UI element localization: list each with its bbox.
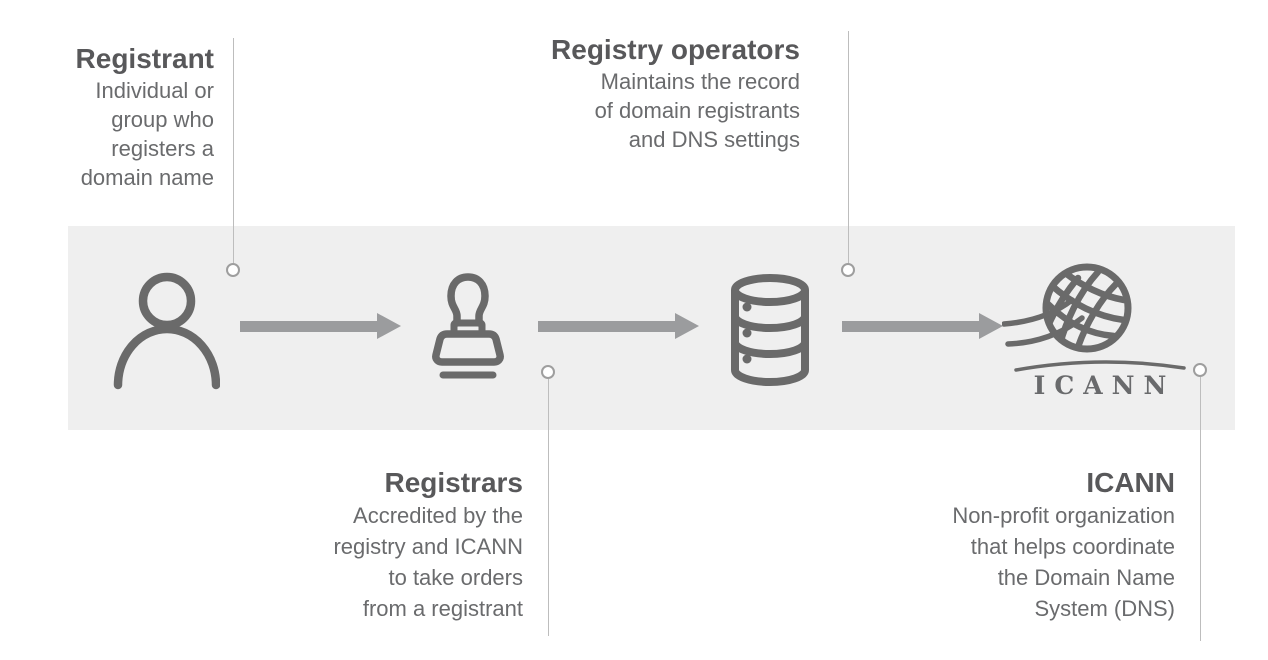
callout-heading: ICANN	[1086, 467, 1175, 498]
callout-heading: Registrars	[384, 467, 523, 498]
callout-dot-registry-operators	[841, 263, 855, 277]
callout-heading: Registrant	[75, 43, 214, 74]
arrow-head	[979, 313, 1003, 339]
callout-line-text: the Domain Name	[997, 565, 1175, 591]
callout-line-text: registry and ICANN	[333, 534, 523, 560]
callout-line-text: registers a	[111, 136, 214, 162]
callout-dot-registrant	[226, 263, 240, 277]
callout-line-text: to take orders	[388, 565, 523, 591]
callout-line-text: Maintains the record	[600, 69, 800, 95]
stamp-icon	[424, 272, 512, 382]
callout-line-text: Individual or	[95, 78, 214, 104]
callout-line-text: domain name	[80, 165, 214, 191]
callout-line-registrant	[233, 38, 234, 263]
callout-registry-operators: Registry operators Maintains the record …	[500, 33, 800, 154]
callout-line-registrars	[548, 379, 549, 636]
arrow-head	[675, 313, 699, 339]
callout-line-registry-operators	[848, 31, 849, 263]
arrow-head	[377, 313, 401, 339]
callout-dot-registrars	[541, 365, 555, 379]
callout-line-text: System (DNS)	[1034, 596, 1175, 622]
flow-arrow-1	[240, 313, 401, 339]
callout-icann: ICANN Non-profit organization that helps…	[905, 466, 1175, 624]
callout-registrant: Registrant Individual or group who regis…	[20, 42, 214, 192]
flow-arrow-2	[538, 313, 699, 339]
callout-line-text: Accredited by the	[353, 503, 523, 529]
arrow-shaft	[240, 320, 377, 332]
person-icon	[112, 272, 220, 390]
callout-line-icann	[1200, 377, 1201, 641]
icann-wordmark: ICANN	[1033, 371, 1176, 400]
callout-line-text: that helps coordinate	[970, 534, 1175, 560]
callout-line-text: and DNS settings	[628, 127, 800, 153]
callout-line-text: Non-profit organization	[952, 503, 1175, 529]
flow-arrow-3	[842, 313, 1003, 339]
callout-heading: Registry operators	[551, 34, 800, 65]
callout-line-text: of domain registrants	[594, 98, 800, 124]
callout-registrars: Registrars Accredited by the registry an…	[293, 466, 523, 624]
callout-line-text: group who	[111, 107, 214, 133]
icann-globe-icon	[1002, 258, 1198, 378]
callout-dot-icann	[1193, 363, 1207, 377]
arrow-shaft	[538, 320, 675, 332]
database-icon	[727, 274, 813, 386]
callout-line-text: from a registrant	[362, 596, 523, 622]
arrow-shaft	[842, 320, 979, 332]
